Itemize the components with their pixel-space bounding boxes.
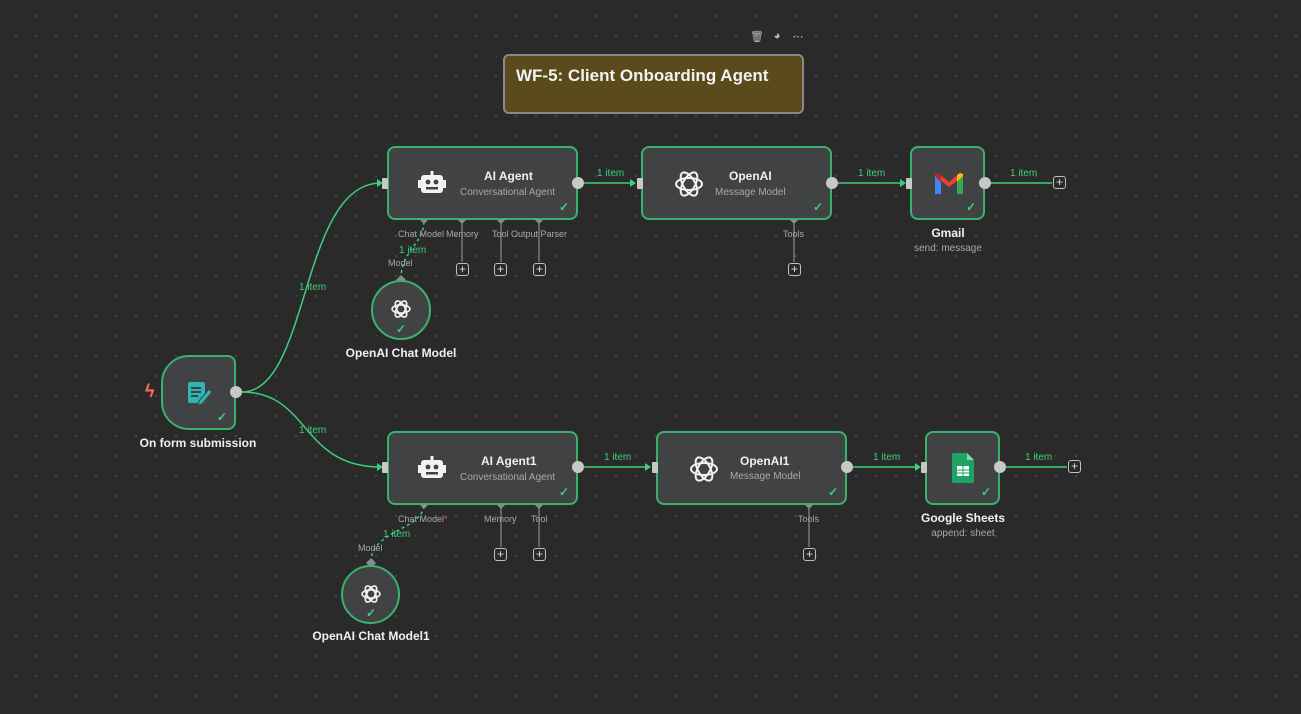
openai-icon [675, 171, 703, 197]
success-check-icon: ✓ [365, 606, 376, 620]
add-openai1-tool-button[interactable]: + [803, 548, 816, 561]
sticky-toolbar: 🗑 ◕ ⋯ [750, 30, 804, 43]
edge-label: 1 item [873, 452, 901, 463]
add-node-after-gmail-button[interactable]: + [1053, 176, 1066, 189]
openai1-input-port[interactable] [652, 462, 658, 473]
success-check-icon: ✓ [980, 485, 991, 499]
edge-label: 1 item [383, 529, 411, 540]
robot-icon [418, 456, 446, 478]
openai-icon [690, 456, 718, 482]
sticky-note[interactable]: WF-5: Client Onboarding Agent [503, 54, 804, 114]
openai-chat-model-label: OpenAI Chat Model [345, 346, 457, 360]
palette-icon[interactable]: ◕ [773, 30, 781, 42]
google-sheets-sublabel: append: sheet [931, 528, 995, 539]
edge-label: 1 item [399, 245, 427, 256]
ai-agent-title: AI Agent [484, 169, 533, 183]
edge-label: 1 item [1025, 452, 1053, 463]
trigger-node-label: On form submission [139, 436, 257, 450]
edge-label: 1 item [604, 452, 632, 463]
openai1-title: OpenAI1 [740, 454, 790, 468]
edge-label: 1 item [1010, 168, 1038, 179]
ai-agent1-node[interactable]: AI Agent1 Conversational Agent ✓ [387, 431, 578, 505]
more-icon[interactable]: ⋯ [792, 31, 804, 43]
openai-input-port[interactable] [637, 178, 643, 189]
trash-icon[interactable]: 🗑 [750, 31, 764, 43]
google-sheets-input-port[interactable] [921, 462, 927, 473]
openai-node[interactable]: OpenAI Message Model ✓ [641, 146, 832, 220]
google-sheets-node[interactable]: ✓ [925, 431, 1000, 505]
openai-title: OpenAI [729, 169, 772, 183]
port-label-memory: Memory [446, 229, 479, 239]
openai-chat-model1-label: OpenAI Chat Model1 [312, 629, 430, 643]
edge-label: 1 item [299, 282, 327, 293]
ai-agent-subtitle: Conversational Agent [460, 187, 556, 198]
openai-icon [391, 300, 411, 318]
port-label-memory: Memory [484, 514, 517, 524]
edge-label: 1 item [858, 168, 886, 179]
gmail-output-port[interactable] [979, 177, 991, 189]
add-tool-button[interactable]: + [533, 548, 546, 561]
gmail-sublabel: send: message [914, 243, 982, 254]
success-check-icon: ✓ [558, 485, 569, 499]
success-check-icon: ✓ [216, 410, 227, 424]
gmail-icon [935, 173, 963, 194]
required-marker: * [444, 514, 448, 524]
port-label-output-parser: Output Parser [511, 229, 568, 239]
port-label-tool: Tool [531, 514, 548, 524]
gmail-node[interactable]: ✓ [910, 146, 985, 220]
success-check-icon: ✓ [827, 485, 838, 499]
port-label-tools: Tools [798, 514, 820, 524]
add-tool-button[interactable]: + [494, 263, 507, 276]
google-sheets-label: Google Sheets [920, 511, 1006, 525]
openai-output-port[interactable] [826, 177, 838, 189]
robot-icon [418, 171, 446, 193]
ai-agent1-title: AI Agent1 [481, 454, 537, 468]
sticky-title: WF-5: Client Onboarding Agent [516, 66, 769, 85]
google-sheets-output-port[interactable] [994, 461, 1006, 473]
openai-icon [361, 585, 381, 603]
google-sheets-icon [952, 453, 974, 483]
add-memory-button[interactable]: + [494, 548, 507, 561]
openai1-node[interactable]: OpenAI1 Message Model ✓ [656, 431, 847, 505]
gmail-input-port[interactable] [906, 178, 912, 189]
port-label-model: Model [388, 258, 413, 268]
openai-chat-model-node[interactable]: ✓ [371, 280, 431, 340]
trigger-bolt-icon: ϟ [145, 381, 155, 401]
openai-subtitle: Message Model [715, 187, 786, 198]
add-memory-button[interactable]: + [456, 263, 469, 276]
port-label-chat-model: Chat Model* [398, 514, 448, 524]
openai1-subtitle: Message Model [730, 471, 801, 482]
openai1-output-port[interactable] [841, 461, 853, 473]
port-label-tool: Tool [492, 229, 509, 239]
port-label-model: Model [358, 543, 383, 553]
trigger-node[interactable]: ✓ [161, 355, 236, 430]
success-check-icon: ✓ [558, 200, 569, 214]
add-node-after-sheets-button[interactable]: + [1068, 460, 1081, 473]
port-label-tools: Tools [783, 229, 805, 239]
add-output-parser-button[interactable]: + [533, 263, 546, 276]
openai-chat-model1-node[interactable]: ✓ [341, 565, 400, 624]
ai-agent-node[interactable]: AI Agent Conversational Agent ✓ [387, 146, 578, 220]
success-check-icon: ✓ [395, 322, 406, 336]
add-openai-tool-button[interactable]: + [788, 263, 801, 276]
ai-agent1-input-port[interactable] [382, 462, 388, 473]
ai-agent-output-port[interactable] [572, 177, 584, 189]
gmail-label: Gmail [931, 226, 965, 240]
success-check-icon: ✓ [812, 200, 823, 214]
ai-agent1-output-port[interactable] [572, 461, 584, 473]
edge-label: 1 item [597, 168, 625, 179]
trigger-output-port[interactable] [230, 386, 242, 398]
ai-agent1-subtitle: Conversational Agent [460, 472, 556, 483]
form-icon [188, 382, 213, 406]
ai-agent-input-port[interactable] [382, 178, 388, 189]
port-label-chat-model: Chat Model [398, 229, 445, 239]
edge-label: 1 item [299, 425, 327, 436]
success-check-icon: ✓ [965, 200, 976, 214]
